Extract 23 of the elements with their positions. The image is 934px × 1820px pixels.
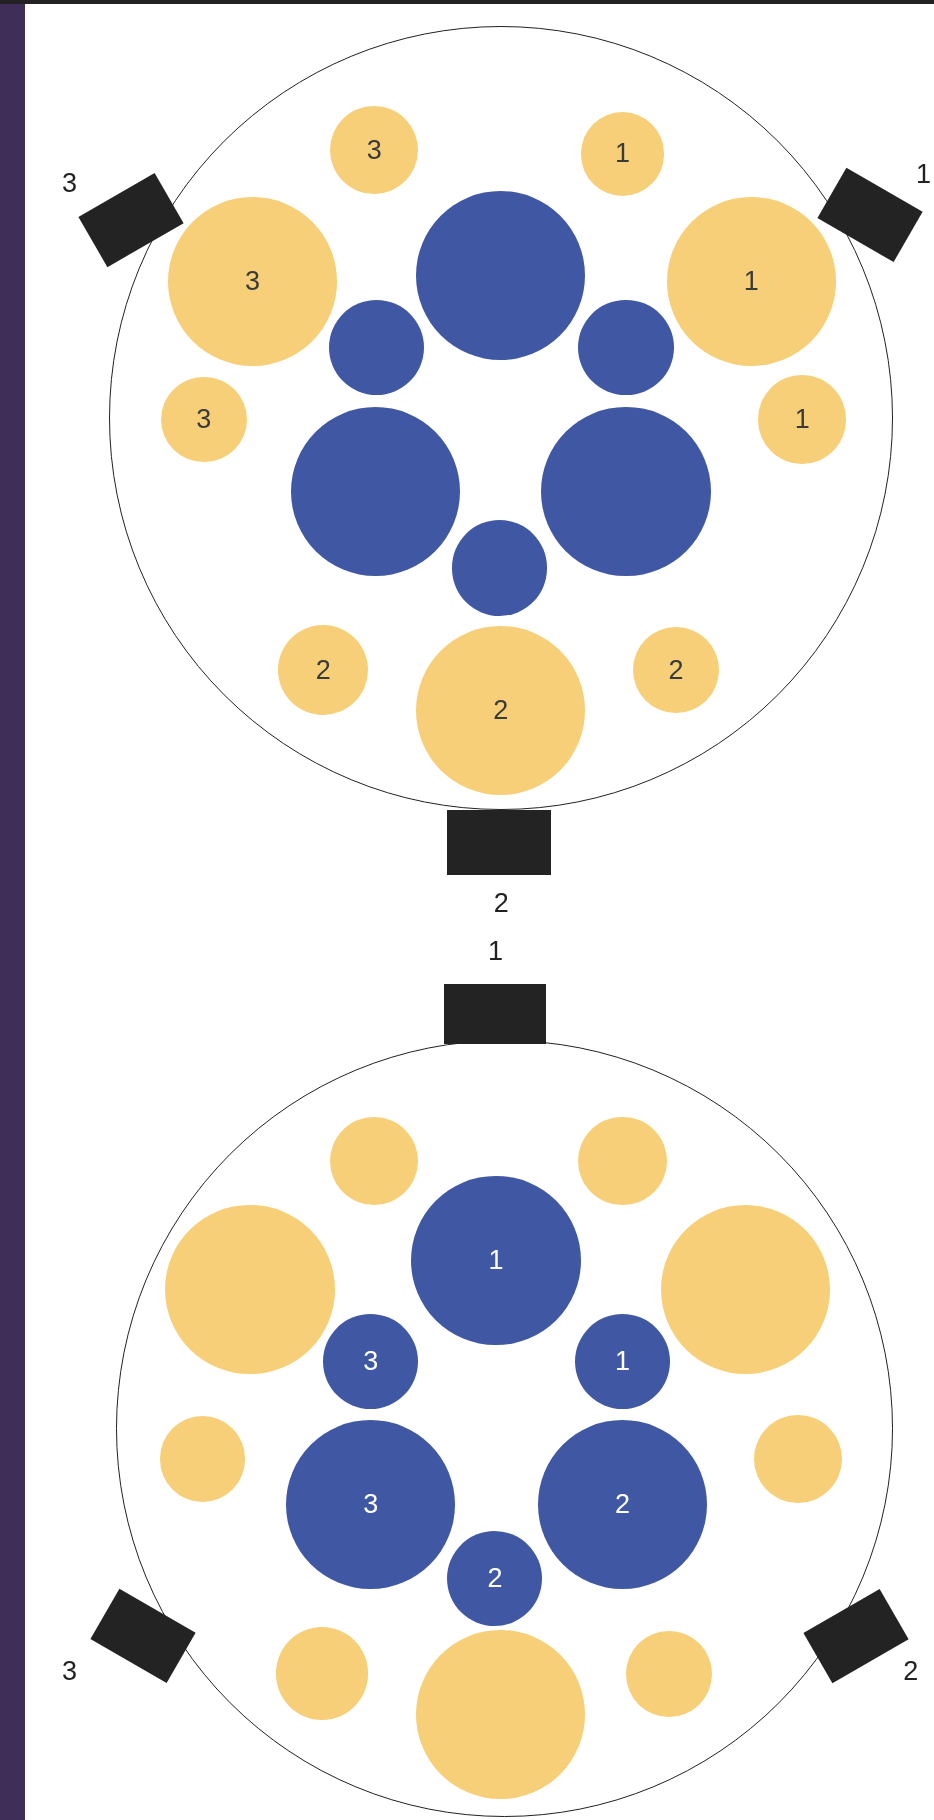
circle-label: 2 bbox=[615, 1490, 631, 1518]
block-label: 3 bbox=[62, 169, 78, 197]
circle-label: 1 bbox=[794, 406, 810, 433]
circle-label: 1 bbox=[615, 140, 631, 168]
circle-label: 3 bbox=[196, 406, 212, 433]
block-label: 2 bbox=[903, 1657, 919, 1685]
rectangular-block bbox=[446, 809, 552, 875]
circle-label: 3 bbox=[366, 136, 382, 164]
circle-label: 3 bbox=[363, 1490, 379, 1518]
circle-label: 2 bbox=[668, 656, 684, 684]
circle-label: 3 bbox=[363, 1348, 379, 1376]
circle-label: 2 bbox=[315, 656, 331, 684]
block-label: 3 bbox=[62, 1657, 78, 1685]
circle-label: 1 bbox=[743, 267, 759, 295]
circle-label: 3 bbox=[244, 267, 260, 295]
rectangular-block bbox=[444, 983, 547, 1045]
circle-label: 1 bbox=[615, 1348, 631, 1376]
circle-label: 2 bbox=[487, 1565, 503, 1593]
circle-label: 1 bbox=[488, 1247, 504, 1275]
block-label: 1 bbox=[916, 160, 932, 188]
circle-label: 2 bbox=[493, 697, 509, 725]
block-label: 2 bbox=[493, 889, 509, 917]
block-label: 1 bbox=[487, 937, 503, 965]
